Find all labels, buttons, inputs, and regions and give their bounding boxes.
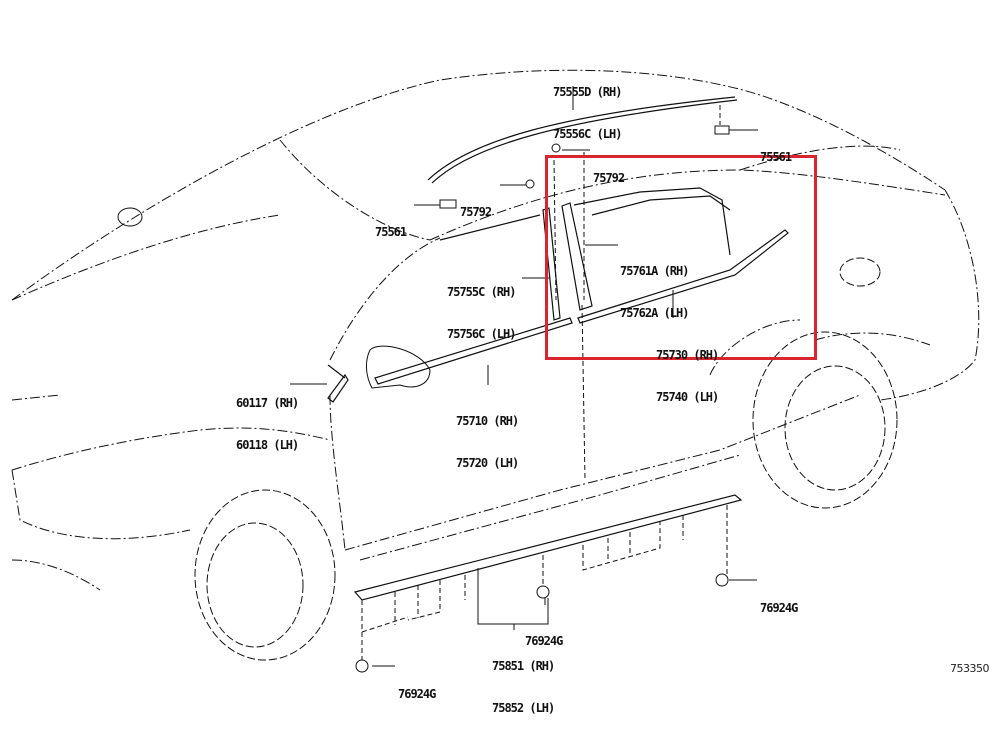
callout-rear-door-belt-molding[interactable]: 75730 (RH) 75740 (LH) [656, 320, 719, 432]
part-number: 75561 [375, 225, 407, 239]
part-number: 75720 (LH) [456, 456, 519, 470]
roof-molding [427, 96, 738, 184]
callout-front-corner-cover[interactable]: 60117 (RH) 60118 (LH) [236, 368, 299, 480]
callout-clip-front-roof[interactable]: 75561 [375, 197, 407, 267]
rocker-molding [353, 494, 743, 601]
callout-nut-right[interactable]: 76924G [760, 573, 798, 643]
part-number: 60117 (RH) [236, 396, 299, 410]
callout-front-door-belt-molding[interactable]: 75710 (RH) 75720 (LH) [456, 386, 519, 498]
part-number: 76924G [398, 687, 436, 701]
part-number: 75561 [760, 150, 792, 164]
callout-nut-middle[interactable]: 76924G [525, 606, 563, 676]
callout-clip-rear-roof[interactable]: 75561 [760, 122, 792, 192]
belt-moldings [327, 214, 789, 403]
callout-roof-molding[interactable]: 75555D (RH) 75556C (LH) [553, 57, 622, 169]
callout-rear-door-frame-garnish[interactable]: 75761A (RH) 75762A (LH) [620, 236, 689, 348]
part-number: 75761A (RH) [620, 264, 689, 278]
car-body-line-drawing [11, 69, 980, 673]
callout-nut-bottom[interactable]: 76924G [398, 659, 436, 729]
clips [439, 125, 730, 209]
car-outline [11, 69, 980, 591]
part-number: 75730 (RH) [656, 348, 719, 362]
callout-grommet-upper[interactable]: 75792 [593, 143, 625, 213]
callout-front-door-frame-garnish[interactable]: 75755C (RH) 75756C (LH) [447, 257, 516, 369]
part-number: 75792 [593, 171, 625, 185]
figure-code: 753350 [950, 662, 990, 675]
part-number: 75740 (LH) [656, 390, 719, 404]
wheels [194, 257, 898, 661]
part-number: 75555D (RH) [553, 85, 622, 99]
part-number: 75755C (RH) [447, 285, 516, 299]
callout-grommet-lower[interactable]: 75792 [460, 177, 492, 247]
part-number: 75852 (LH) [492, 701, 555, 715]
part-number: 75792 [460, 205, 492, 219]
leader-lines [290, 86, 758, 667]
part-number: 75762A (LH) [620, 306, 689, 320]
part-number: 76924G [760, 601, 798, 615]
part-number: 75756C (LH) [447, 327, 516, 341]
part-number: 75556C (LH) [553, 127, 622, 141]
rocker-clip-guides [361, 105, 728, 660]
parts-diagram: 75555D (RH) 75556C (LH) 75561 75792 7579… [11, 57, 990, 715]
mirror [117, 207, 431, 389]
part-number: 75851 (RH) [492, 659, 555, 673]
callout-rocker-panel-molding[interactable]: 75851 (RH) 75852 (LH) [492, 631, 555, 743]
part-number: 75710 (RH) [456, 414, 519, 428]
part-number: 76924G [525, 634, 563, 648]
part-number: 60118 (LH) [236, 438, 299, 452]
nuts [355, 573, 729, 673]
